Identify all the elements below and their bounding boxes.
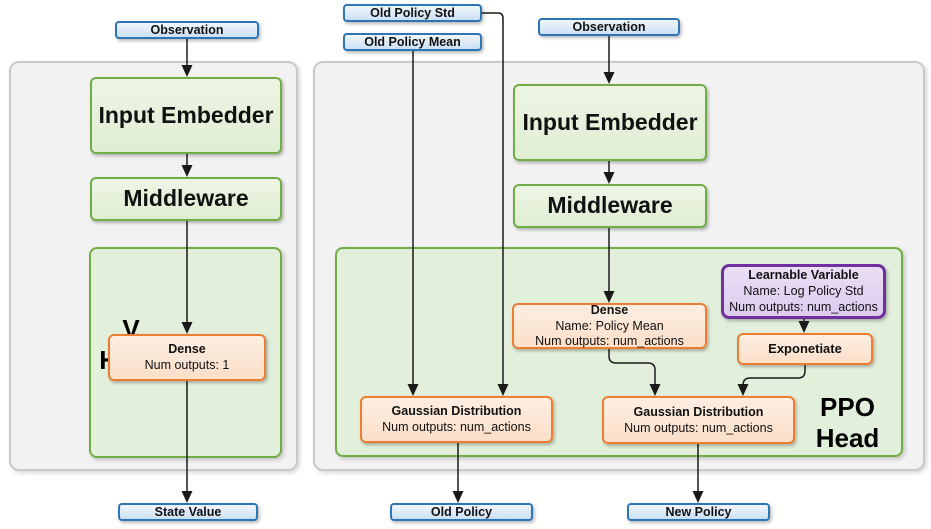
v-middleware-label: Middleware: [123, 185, 249, 212]
v-observation-label: Observation: [150, 22, 224, 37]
old-policy-std-label: Old Policy Std: [370, 5, 455, 20]
state-value-label: State Value: [154, 504, 222, 519]
exponentiate-label: Exponetiate: [768, 341, 842, 357]
v-observation-node: Observation: [115, 21, 259, 39]
gaussian-old-outputs: Num outputs: num_actions: [382, 420, 531, 434]
learnable-variable-name: Name: Log Policy Std: [743, 284, 864, 299]
old-policy-output-label: Old Policy: [430, 504, 493, 519]
v-dense-outputs: Num outputs: 1: [144, 358, 230, 372]
v-input-embedder-node: Input Embedder: [90, 77, 282, 154]
ppo-head-title: PPO Head: [790, 392, 905, 454]
ppo-input-embedder-label: Input Embedder: [522, 108, 698, 135]
ppo-observation-label: Observation: [572, 19, 646, 34]
ppo-middleware-label: Middleware: [547, 192, 673, 219]
gaussian-new-title: Gaussian Distribution: [633, 404, 764, 419]
gaussian-old-title: Gaussian Distribution: [391, 404, 522, 419]
exponentiate-node: Exponetiate: [737, 333, 873, 365]
ppo-middleware-node: Middleware: [513, 184, 707, 228]
gaussian-new-outputs: Num outputs: num_actions: [624, 420, 773, 435]
ppo-dense-outputs: Num outputs: num_actions: [535, 334, 684, 349]
ppo-head-title-line1: PPO: [820, 392, 875, 422]
old-policy-std-node: Old Policy Std: [343, 4, 482, 22]
state-value-node: State Value: [118, 503, 258, 521]
old-policy-output-node: Old Policy: [390, 503, 533, 521]
ppo-input-embedder-node: Input Embedder: [513, 84, 707, 161]
v-dense-title: Dense: [168, 342, 206, 357]
old-policy-mean-node: Old Policy Mean: [343, 33, 482, 51]
gaussian-distribution-new-node: Gaussian Distribution Num outputs: num_a…: [602, 396, 795, 444]
learnable-variable-outputs: Num outputs: num_actions: [729, 299, 878, 314]
learnable-variable-title: Learnable Variable: [748, 268, 859, 283]
gaussian-distribution-old-node: Gaussian Distribution Num outputs: num_a…: [360, 396, 553, 443]
ppo-dense-node: Dense Name: Policy Mean Num outputs: num…: [512, 303, 707, 349]
learnable-variable-node: Learnable Variable Name: Log Policy Std …: [721, 264, 886, 319]
v-dense-node: Dense Num outputs: 1: [108, 334, 266, 381]
v-middleware-node: Middleware: [90, 177, 282, 221]
ppo-dense-name: Name: Policy Mean: [555, 318, 664, 333]
ppo-observation-node: Observation: [538, 18, 680, 36]
old-policy-mean-label: Old Policy Mean: [364, 34, 461, 49]
v-input-embedder-label: Input Embedder: [98, 101, 274, 128]
new-policy-output-node: New Policy: [627, 503, 770, 521]
new-policy-output-label: New Policy: [665, 504, 732, 519]
ppo-dense-title: Dense: [590, 302, 629, 317]
ppo-head-title-line2: Head: [815, 423, 880, 453]
